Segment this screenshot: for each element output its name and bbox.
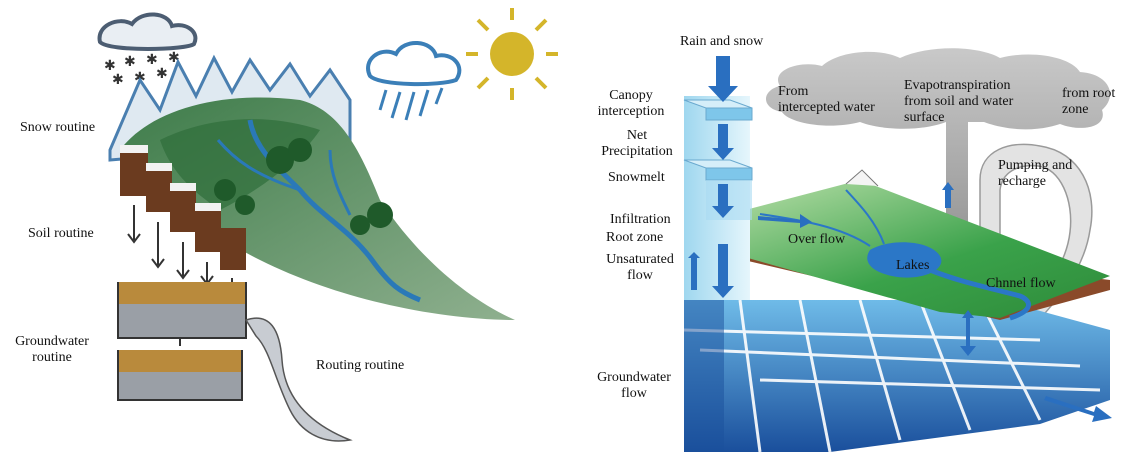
groundwater-flow-line2: flow (621, 386, 647, 401)
from-intercepted-water-line1: From (778, 84, 809, 99)
svg-text:✱: ✱ (112, 73, 124, 88)
svg-text:✱: ✱ (124, 55, 136, 70)
root-zone-label: Root zone (606, 230, 664, 245)
svg-text:✱: ✱ (104, 59, 116, 74)
channel (929, 267, 1031, 321)
unsaturated-flow-line1: Unsaturated (606, 252, 674, 267)
evapotranspiration-line1: Evapotranspiration (904, 78, 1011, 93)
pumping-recharge-line2: recharge (998, 174, 1046, 189)
infiltration-label: Infiltration (610, 212, 671, 227)
rain-and-snow-label: Rain and snow (680, 34, 764, 49)
groundwater-tanks (117, 282, 247, 401)
groundwater-routine-line2: routine (32, 350, 72, 365)
unsaturated-flow-label: Unsaturated flow (598, 252, 682, 284)
net-precipitation-line1: Net (626, 128, 648, 143)
waterfall (244, 317, 353, 442)
net-precipitation-line2: Precipitation (601, 144, 673, 159)
sun-icon (466, 8, 558, 100)
from-intercepted-water-line2: intercepted water (778, 100, 875, 115)
svg-text:✱: ✱ (156, 67, 168, 82)
from-intercepted-water-label: From intercepted water (778, 84, 875, 116)
from-root-zone-line1: from root (1062, 86, 1116, 101)
evapotranspiration-line2: from soil and water (904, 94, 1014, 109)
net-precipitation-label: Net Precipitation (592, 128, 682, 160)
canopy-interception-line2: interception (597, 104, 665, 119)
lake (867, 242, 942, 278)
unsaturated-flow-line2: flow (627, 268, 653, 283)
soil-routine-label: Soil routine (28, 226, 94, 241)
over-flow-label: Over flow (788, 232, 846, 247)
pumping-recharge-line1: Pumping and (998, 158, 1073, 173)
right-hydrology-block-diagram (683, 48, 1112, 452)
groundwater-flow-label: Groundwater flow (586, 370, 682, 402)
evapotranspiration-line3: surface (904, 110, 945, 125)
groundwater-flow-line1: Groundwater (597, 370, 671, 385)
svg-text:✱: ✱ (146, 53, 158, 68)
evapotranspiration-label: Evapotranspiration from soil and water s… (904, 78, 1013, 126)
evapotranspiration-cloud (766, 48, 1111, 226)
svg-text:✱: ✱ (168, 51, 180, 66)
from-root-zone-label: from root zone (1062, 86, 1115, 118)
groundwater-routine-label: Groundwater routine (6, 334, 98, 366)
canopy-interception-line1: Canopy (609, 88, 653, 103)
water-column (683, 96, 753, 300)
from-root-zone-line2: zone (1062, 102, 1089, 117)
canopy-interception-label: Canopy interception (596, 88, 666, 120)
routing-routine-label: Routing routine (316, 358, 405, 373)
channel-flow-label: Chnnel flow (986, 276, 1056, 291)
left-watershed-illustration: ✱✱✱✱ ✱✱✱ (97, 12, 515, 442)
pumping-recharge-label: Pumping and recharge (998, 158, 1072, 190)
soil-blocks (120, 145, 246, 270)
rain-cloud-icon (366, 41, 462, 121)
snowmelt-label: Snowmelt (608, 170, 665, 185)
snow-routine-label: Snow routine (20, 120, 96, 135)
lakes-label: Lakes (896, 258, 930, 273)
groundwater-routine-line1: Groundwater (15, 334, 89, 349)
